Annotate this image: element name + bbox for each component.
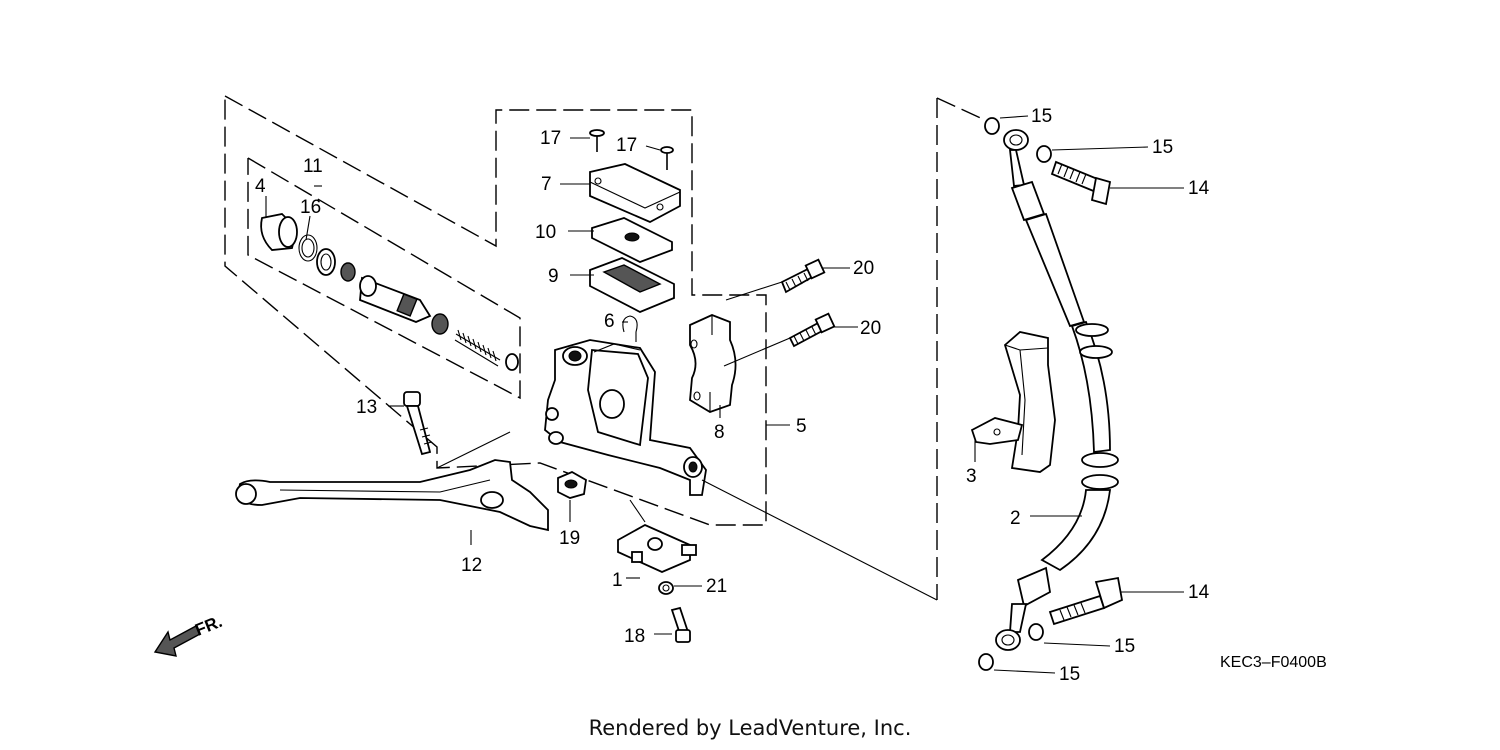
callout-5: 5 [796,416,807,437]
callout-13: 13 [356,397,377,418]
bolt-20-upper [780,258,826,294]
diaphragm-plate [591,217,673,263]
brake-lever [235,459,549,532]
hose-clamp [970,331,1056,473]
callout-15-c: 15 [1114,636,1135,657]
washer-21 [658,581,674,595]
diaphragm-clip [622,315,638,342]
secondary-cup [431,313,449,335]
callout-6: 6 [604,311,615,332]
callout-11: 11 [303,156,323,177]
callout-14-upper: 14 [1188,178,1210,199]
lever-pivot-bolt [403,391,433,456]
callout-17-left: 17 [540,128,561,149]
sealing-washer-15-b [1036,145,1052,163]
callout-20-upper: 20 [853,258,874,279]
direction-label: FR. [192,612,225,640]
callout-15-b: 15 [1152,137,1173,158]
front-stop-switch [617,523,697,573]
reservoir-cap [589,163,681,223]
callout-4: 4 [255,176,266,197]
cup [340,262,356,282]
bolt-20-lower [788,312,836,348]
callout-3: 3 [966,466,977,487]
callout-12: 12 [461,555,482,576]
callout-7: 7 [541,174,552,195]
group-frame-master-cylinder-set [224,95,767,526]
callout-16: 16 [300,197,321,218]
diagram-code: KEC3–F0400B [1220,654,1327,671]
callout-17-right: 17 [616,135,637,156]
leader-lines [265,115,1184,674]
spring-seat [505,353,519,371]
front-direction-arrow: FR. [153,612,225,657]
sealing-washer-15-d [978,653,994,671]
callout-15-d: 15 [1059,664,1080,685]
circlip [298,234,318,262]
callout-1: 1 [612,570,623,591]
callout-20-lower: 20 [860,318,881,339]
piston-boot [260,213,298,251]
piston [359,275,432,323]
master-cylinder-holder [689,314,737,413]
spring [454,329,501,367]
callout-8: 8 [714,422,725,443]
callout-14-lower: 14 [1188,582,1210,603]
master-cylinder-body [544,339,707,496]
group-frame-piston-set [247,157,521,400]
brake-hose [995,129,1119,651]
lever-pivot-nut [557,470,587,499]
callout-9: 9 [548,266,559,287]
credit-line: Rendered by LeadVenture, Inc. [588,716,912,740]
screw-17-right [660,146,674,170]
screw-18 [670,606,691,643]
callout-21: 21 [706,576,727,597]
callout-18: 18 [624,626,645,647]
screw-17-left [589,129,605,152]
sealing-washer-15-c [1028,623,1044,641]
callout-15-a: 15 [1031,106,1052,127]
piston-seal [316,248,336,276]
sealing-washer-15-a [984,117,1000,135]
callout-10: 10 [535,222,556,243]
oil-bolt-14-upper [1050,160,1112,206]
callout-2: 2 [1010,508,1021,529]
diaphragm [589,257,675,313]
oil-bolt-14-lower [1048,576,1124,626]
callout-19: 19 [559,528,580,549]
